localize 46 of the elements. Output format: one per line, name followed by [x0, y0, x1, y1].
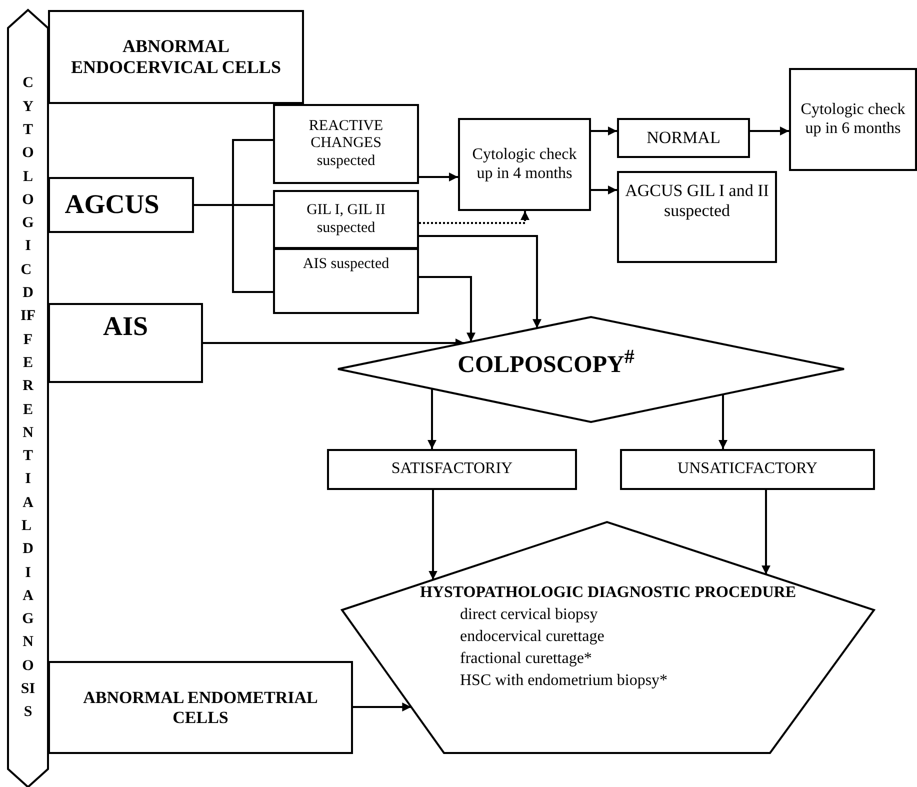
process-box: [273, 190, 419, 249]
arrow: [718, 394, 728, 449]
arrow: [762, 490, 770, 574]
arrow: [419, 276, 476, 342]
node-label: Cytologic check up in 4 months: [471, 146, 578, 183]
connector-line: [194, 204, 273, 293]
node-label: Cytologic check up in 6 months: [800, 101, 906, 138]
arrow: [750, 126, 789, 136]
node-label: GIL I, GIL II suspected: [306, 202, 386, 237]
process-box: [617, 118, 750, 158]
arrow: [591, 186, 617, 194]
node-label: UNSATICFACTORY: [676, 460, 818, 479]
node-label: AIS suspected: [302, 256, 390, 274]
node-label: SATISFACTORIY: [390, 460, 514, 479]
node-label: AGCUS GIL I and II suspected: [624, 181, 770, 220]
process-box: [327, 449, 577, 490]
category-box: [48, 303, 203, 383]
procedure-item: endocervical curettage: [459, 627, 606, 647]
node-label: REACTIVE CHANGES suspected: [308, 118, 384, 170]
procedure-item: fractional curettage*: [459, 649, 593, 669]
process-box: [617, 171, 777, 263]
process-box: [458, 118, 591, 211]
dotted-arrow: [419, 211, 530, 224]
node-label: ABNORMAL ENDOCERVICAL CELLS: [70, 36, 282, 78]
node-label: ABNORMAL ENDOMETRIAL CELLS: [82, 688, 319, 728]
node-label: AGCUS: [64, 189, 160, 221]
banner-label: CYTOLOGIC DIFFERENTIAL DIAGNOSIS: [20, 74, 36, 722]
procedure-heading: HYSTOPATHOLOGIC DIAGNOSTIC PROCEDURE: [418, 583, 798, 603]
process-box: [620, 449, 875, 490]
node-label: AIS: [102, 311, 150, 342]
arrow: [419, 235, 542, 328]
category-box: [48, 10, 304, 104]
process-box: [789, 68, 917, 171]
arrow: [419, 172, 458, 182]
arrow: [591, 126, 617, 136]
process-box: [273, 248, 419, 314]
category-box: [48, 661, 353, 754]
process-box: [273, 104, 419, 184]
procedure-item: direct cervical biopsy: [459, 605, 599, 625]
arrow: [428, 388, 436, 449]
node-label: COLPOSCOPY$^{#}$: [456, 346, 636, 380]
category-box: [48, 177, 194, 233]
procedure-item: HSC with endometrium biopsy*: [459, 671, 669, 691]
arrow: [428, 490, 438, 580]
node-label: NORMAL: [646, 128, 722, 148]
arrow: [353, 702, 412, 712]
